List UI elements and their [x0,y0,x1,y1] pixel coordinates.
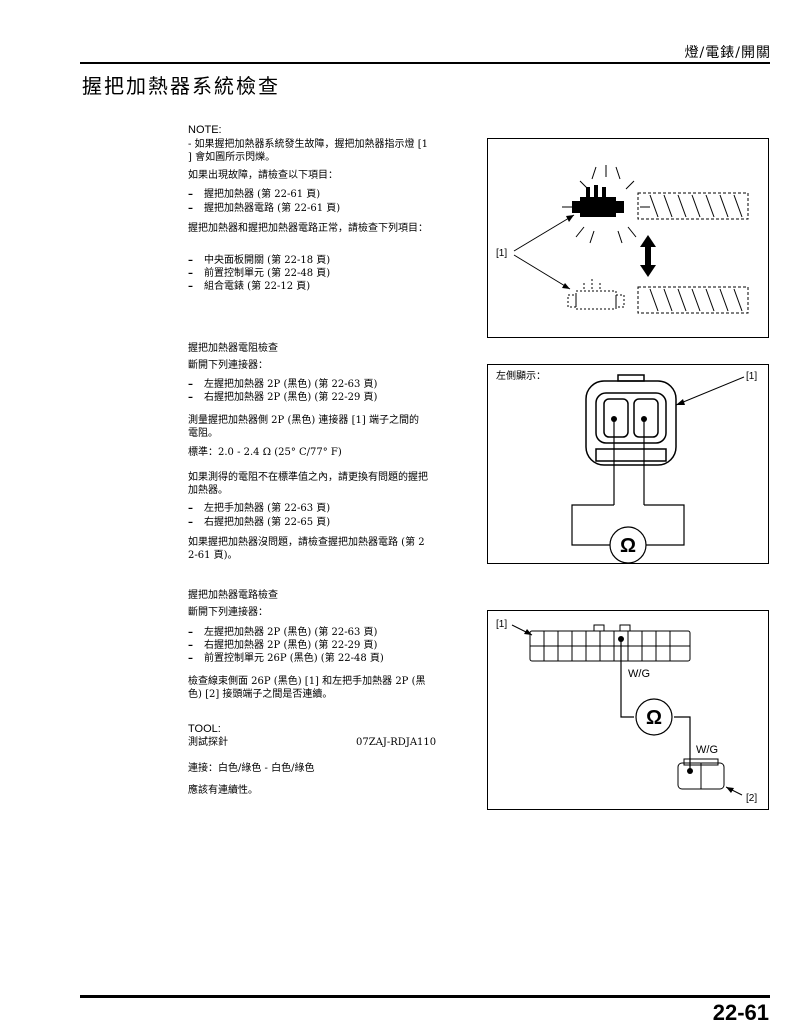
resistance-measure-1: 測量握把加熱器側 2P (黑色) 連接器 [1] 端子之間的 [188,415,419,426]
circuit-check-1: 檢查線束側面 26P (黑色) [1] 和左把手加熱器 2P (黑 [188,676,426,687]
circuit-item: 左握把加熱器 2P (黑色) (第 22-63 頁) [188,627,377,639]
resistance-item: 右握把加熱器 2P (黑色) (第 22-29 頁) [188,392,377,404]
ohmmeter-symbol: Ω [646,707,662,729]
resistance-title: 握把加熱器電阻檢查 [188,343,278,354]
resistance-ifok-1: 如果握把加熱器沒問題，請檢查握把加熱器電路 (第 2 [188,537,425,548]
resistance-disconnect: 斷開下列連接器： [188,360,268,371]
indicator-figure: [1] [487,138,769,338]
indicator-callout: [1] [496,248,507,259]
note-item: 握把加熱器 (第 22-61 頁) [188,189,320,201]
circuit-disconnect: 斷開下列連接器： [188,607,268,618]
resistance-ifok-2: 2-61 頁)。 [188,550,238,561]
circuit-check-2: 色) [2] 接頭端子之間是否連續。 [188,689,333,700]
ohmmeter-symbol: Ω [620,535,636,557]
page-number: 22-61 [712,1000,769,1025]
note-line-1: - 如果握把加熱器系統發生故障，握把加熱器指示燈 [1 [188,139,428,150]
note-item: 中央面板開關 (第 22-18 頁) [188,255,330,267]
resistance-standard: 標準：2.0 - 2.4 Ω (25° C/77° F) [188,447,342,458]
page-heading: 握把加熱器系統檢查 [82,74,280,98]
resistance-item: 左把手加熱器 (第 22-63 頁) [188,503,330,515]
note-label: NOTE: [188,124,222,136]
note-item: 前置控制單元 (第 22-48 頁) [188,268,330,280]
tool-label: TOOL: [188,723,221,735]
circuit-diagram: [1] W/G W/G Ω [2 [496,619,757,804]
note-normal: 握把加熱器和握把加熱器電路正常，請檢查下列項目： [188,223,428,234]
circuit-title: 握把加熱器電路檢查 [188,590,278,601]
tool-code: 07ZAJ-RDJA110 [356,737,437,748]
resistance-measure-2: 電阻。 [188,428,218,439]
indicator-diagram: [1] [496,165,749,314]
note-intro: 如果出現故障，請檢查以下項目： [188,170,338,181]
tool-name: 測試探針 [188,737,228,748]
harness-callout: [1] [496,619,507,630]
note-item: 握把加熱器電路 (第 22-61 頁) [188,203,340,215]
note-item: 組合電錶 (第 22-12 頁) [188,281,310,293]
heater-connector-callout: [2] [746,793,757,804]
connector-callout: [1] [746,371,757,382]
circuit-item: 右握把加熱器 2P (黑色) (第 22-29 頁) [188,640,377,652]
circuit-item: 前置控制單元 26P (黑色) (第 22-48 頁) [188,653,384,665]
section-title: 燈/電錶/開關 [684,45,771,61]
circuit-continuity: 應該有連續性。 [188,785,258,796]
resistance-ifnot-1: 如果測得的電阻不在標準值之內，請更換有問題的握把 [188,472,428,483]
footer-rule [80,995,770,998]
circuit-connection: 連接：白色/綠色 - 白色/綠色 [188,763,315,774]
connector-diagram: 左側顯示： [1] Ω [496,369,757,564]
circuit-figure: [1] W/G W/G Ω [2 [487,610,769,810]
note-line-2: ] 會如圖所示閃爍。 [188,152,276,163]
resistance-item: 右握把加熱器 (第 22-65 頁) [188,517,330,529]
wire-color-label: W/G [696,744,718,756]
resistance-ifnot-2: 加熱器。 [188,485,228,496]
resistance-figure: 左側顯示： [1] Ω [487,364,769,564]
wire-color-label: W/G [628,668,650,680]
resistance-item: 左握把加熱器 2P (黑色) (第 22-63 頁) [188,379,377,391]
header-rule [80,62,770,64]
side-label: 左側顯示： [496,369,546,382]
